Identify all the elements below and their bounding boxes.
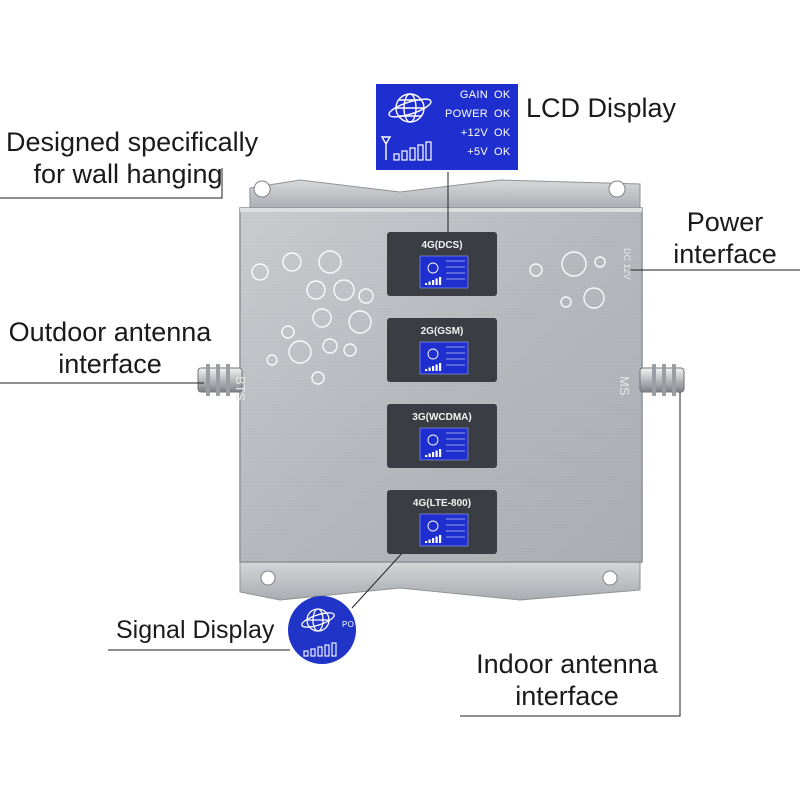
mounting-hole-bottom-right bbox=[602, 570, 618, 586]
signal-display-badge-text: PO bbox=[342, 620, 355, 629]
callout-outdoor-antenna-line2: interface bbox=[58, 349, 162, 379]
mini-signal-bar bbox=[435, 364, 438, 371]
badge-signal-bar bbox=[324, 644, 330, 657]
callout-outdoor-antenna: Outdoor antenna interface bbox=[4, 316, 216, 380]
mini-signal-bar bbox=[439, 363, 442, 371]
mounting-hole-top-right bbox=[608, 180, 626, 198]
callout-wall-hanging: Designed specifically for wall hanging bbox=[6, 126, 259, 190]
mini-globe-icon bbox=[427, 348, 439, 360]
lcd-row-label: GAIN bbox=[459, 89, 488, 101]
leader-wall-hanging bbox=[0, 168, 223, 199]
indoor-antenna-connector[interactable] bbox=[639, 364, 685, 396]
mini-signal-bar bbox=[425, 541, 428, 543]
dc-12v-label: DC 12V bbox=[622, 248, 632, 280]
mini-signal-bar bbox=[439, 535, 442, 543]
signal-bar bbox=[417, 144, 424, 161]
ms-label: MS bbox=[617, 376, 632, 396]
mini-signal-bar bbox=[425, 283, 428, 285]
mini-signal-bar bbox=[428, 539, 431, 543]
callout-power-interface: Power interface bbox=[666, 206, 784, 270]
lcd-row-label: +12V bbox=[460, 127, 488, 139]
mini-signal-bar bbox=[439, 277, 442, 285]
signal-bar bbox=[425, 141, 432, 161]
bts-label: BTS bbox=[233, 376, 248, 402]
band-panel-label: 4G(LTE-800) bbox=[412, 498, 472, 509]
badge-signal-bar bbox=[317, 646, 323, 657]
callout-indoor-antenna: Indoor antenna interface bbox=[464, 648, 670, 712]
outdoor-antenna-connector[interactable] bbox=[197, 364, 243, 396]
mini-signal-bar bbox=[432, 538, 435, 543]
callout-wall-hanging-line2: for wall hanging bbox=[33, 159, 223, 189]
callout-power-interface-line1: Power bbox=[686, 207, 764, 237]
top-mounting-flange bbox=[249, 179, 641, 211]
signal-bar bbox=[409, 147, 416, 161]
mini-signal-bar bbox=[428, 367, 431, 371]
band-panel-label: 3G(WCDMA) bbox=[412, 412, 472, 423]
mini-signal-bar bbox=[425, 455, 428, 457]
callout-lcd-display: LCD Display bbox=[526, 93, 677, 123]
mini-globe-icon bbox=[427, 434, 439, 446]
mini-signal-bar bbox=[435, 536, 438, 543]
leader-indoor bbox=[460, 392, 681, 717]
band-panel-label: 2G(GSM) bbox=[420, 326, 464, 337]
decorative-flowers-right bbox=[529, 251, 606, 309]
callout-indoor-antenna-line2: interface bbox=[515, 681, 619, 711]
signal-bar bbox=[401, 150, 408, 161]
badge-signal-bar bbox=[331, 642, 337, 657]
lcd-display-enlarged bbox=[376, 84, 518, 170]
signal-bar bbox=[393, 153, 400, 161]
lcd-row-status: OK bbox=[494, 127, 511, 139]
mini-globe-icon bbox=[427, 262, 439, 274]
badge-signal-bar bbox=[310, 648, 316, 657]
globe-icon bbox=[388, 93, 432, 123]
mini-signal-bar bbox=[432, 452, 435, 457]
mini-signal-bar bbox=[432, 280, 435, 285]
badge-signal-bars bbox=[303, 642, 337, 657]
lcd-row-label: +5V bbox=[467, 146, 488, 158]
badge-signal-bar bbox=[303, 650, 309, 657]
mini-signal-bar bbox=[425, 369, 428, 371]
mini-signal-bar bbox=[435, 278, 438, 285]
mounting-hole-bottom-left bbox=[260, 570, 276, 586]
band-panel-label: 4G(DCS) bbox=[421, 240, 463, 251]
badge-globe-icon bbox=[301, 608, 335, 632]
signal-bars bbox=[393, 141, 432, 161]
lcd-row-status: OK bbox=[494, 89, 511, 101]
decorative-flowers-left bbox=[251, 250, 374, 385]
lcd-row-status: OK bbox=[494, 146, 511, 158]
mini-signal-bar bbox=[428, 453, 431, 457]
lcd-row-label: POWER bbox=[444, 108, 488, 120]
callout-outdoor-antenna-line1: Outdoor antenna bbox=[8, 317, 212, 347]
lcd-row-status: OK bbox=[494, 108, 511, 120]
mini-signal-bar bbox=[428, 281, 431, 285]
signal-display-badge bbox=[288, 596, 356, 664]
front-panels bbox=[387, 232, 497, 554]
antenna-icon bbox=[380, 136, 392, 160]
callout-power-interface-line2: interface bbox=[673, 239, 777, 269]
mini-signal-bar bbox=[435, 450, 438, 457]
bottom-mounting-flange bbox=[239, 559, 641, 601]
callout-wall-hanging-line1: Designed specifically bbox=[6, 127, 259, 157]
mini-signal-bar bbox=[432, 366, 435, 371]
mini-signal-bar bbox=[439, 449, 442, 457]
mini-globe-icon bbox=[427, 520, 439, 532]
callout-signal-display: Signal Display bbox=[116, 616, 275, 644]
mounting-hole-top-left bbox=[253, 180, 271, 198]
callout-indoor-antenna-line1: Indoor antenna bbox=[476, 649, 658, 679]
